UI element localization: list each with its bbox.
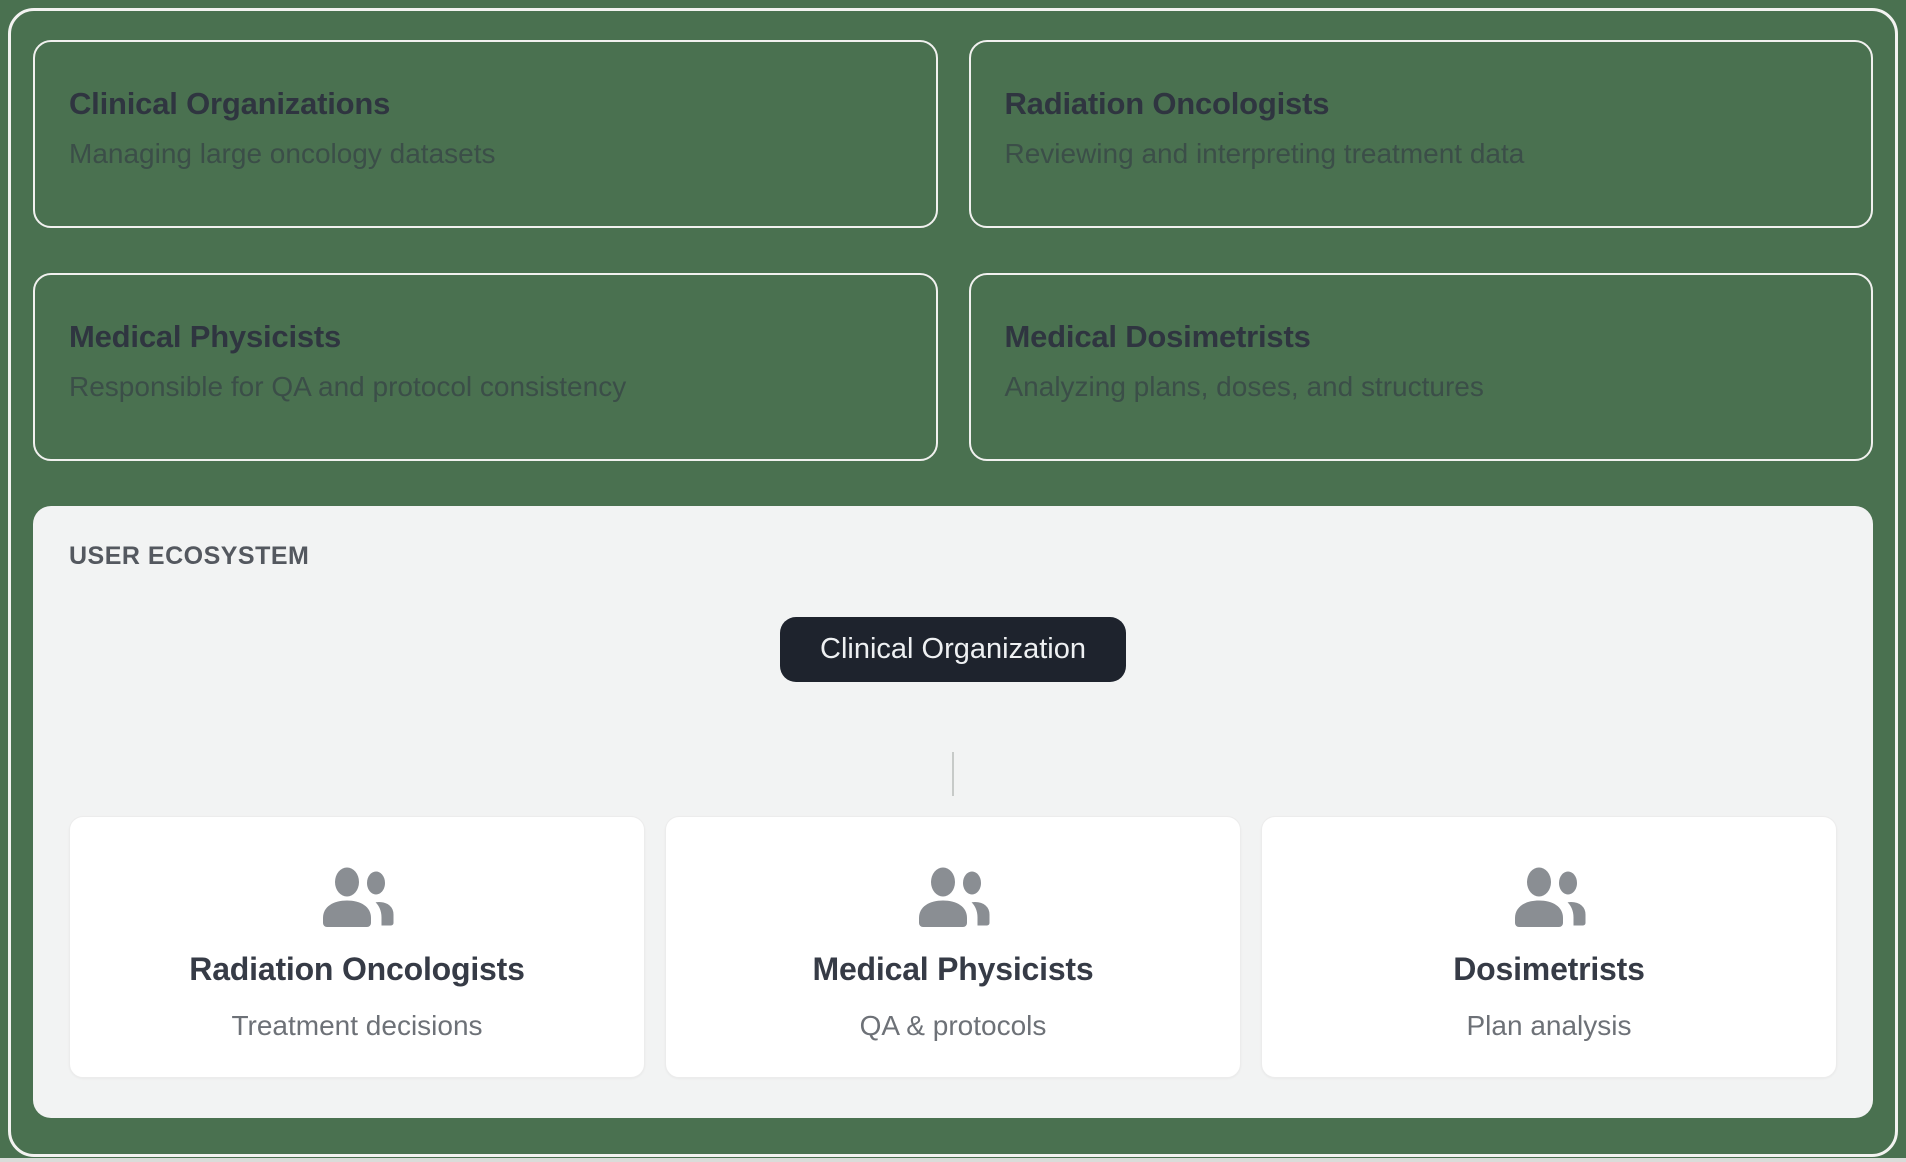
overview-card-clinical-organizations: Clinical Organizations Managing large on…	[33, 40, 938, 228]
user-card-radiation-oncologists: Radiation Oncologists Treatment decision…	[69, 816, 645, 1078]
user-card-title: Medical Physicists	[812, 951, 1094, 987]
overview-card-title: Clinical Organizations	[69, 86, 391, 121]
overview-card-title: Medical Dosimetrists	[1004, 319, 1311, 354]
overview-card-description: Responsible for QA and protocol consiste…	[69, 371, 627, 402]
overview-card-description: Analyzing plans, doses, and structures	[1004, 371, 1484, 402]
user-ecosystem-section: USER ECOSYSTEM Clinical Organization Rad…	[33, 506, 1873, 1118]
users-icon	[1511, 867, 1587, 927]
overview-card-medical-physicists: Medical Physicists Responsible for QA an…	[33, 273, 938, 461]
user-card-subtitle: Plan analysis	[1466, 1010, 1632, 1041]
overview-card-description: Managing large oncology datasets	[69, 138, 496, 169]
overview-grid: Clinical Organizations Managing large on…	[33, 40, 1873, 461]
overview-card-description: Reviewing and interpreting treatment dat…	[1004, 138, 1525, 169]
root-node-row: Clinical Organization	[69, 617, 1837, 682]
user-card-dosimetrists: Dosimetrists Plan analysis	[1261, 816, 1837, 1078]
root-node-badge: Clinical Organization	[780, 617, 1126, 682]
overview-card-radiation-oncologists: Radiation Oncologists Reviewing and inte…	[968, 40, 1873, 228]
users-icon	[915, 867, 991, 927]
user-ecosystem-label: USER ECOSYSTEM	[69, 542, 310, 570]
overview-card-title: Medical Physicists	[69, 319, 342, 354]
connector-line	[952, 752, 954, 796]
user-card-medical-physicists: Medical Physicists QA & protocols	[665, 816, 1241, 1078]
overview-card-title: Radiation Oncologists	[1004, 86, 1330, 121]
next-section-edge-strip	[0, 1158, 1906, 1162]
users-icon	[319, 867, 395, 927]
user-cards-grid: Radiation Oncologists Treatment decision…	[69, 816, 1837, 1078]
user-card-subtitle: QA & protocols	[859, 1010, 1047, 1041]
user-card-title: Radiation Oncologists	[189, 951, 525, 987]
user-card-title: Dosimetrists	[1453, 951, 1645, 987]
user-card-subtitle: Treatment decisions	[231, 1010, 483, 1041]
overview-card-medical-dosimetrists: Medical Dosimetrists Analyzing plans, do…	[968, 273, 1873, 461]
